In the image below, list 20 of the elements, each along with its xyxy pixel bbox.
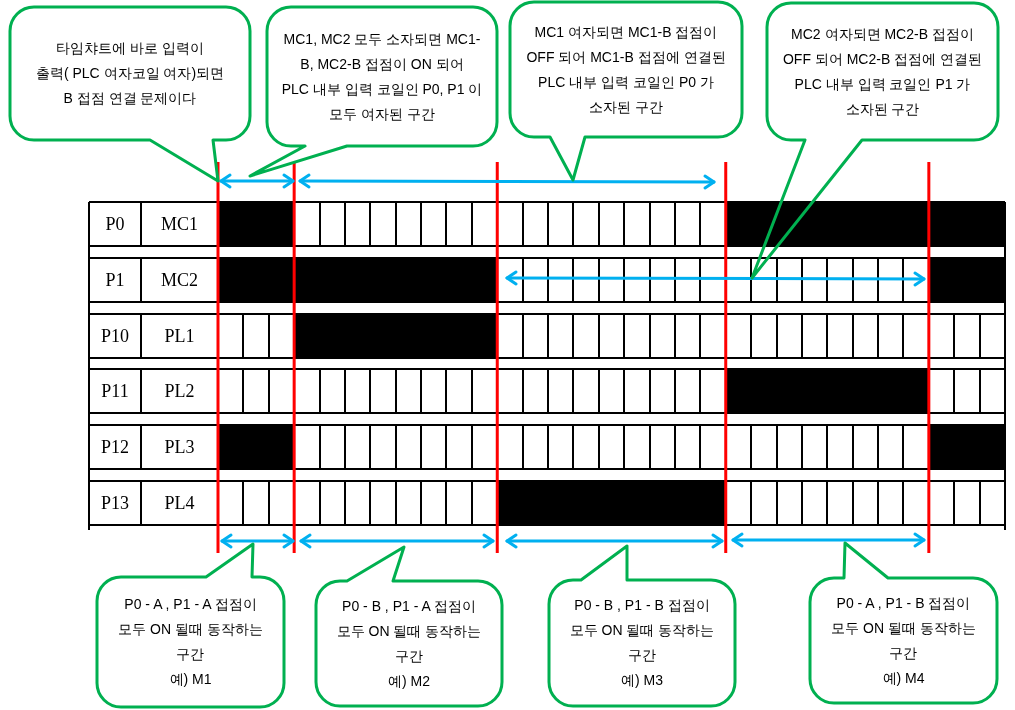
speech-bubble	[507, 0, 745, 183]
speech-bubble	[546, 543, 738, 709]
callout-text: 타임챠트에 바로 입력이 출력( PLC 여자코일 여자)되면 B 접점 연결 문제이다	[35, 39, 225, 108]
callout-text: 예) M3	[621, 671, 663, 690]
callout-text: P0 - A , P1 - B 접점이 모두 ON 될때 동작하는 구간	[831, 593, 976, 663]
callout-text: MC2 여자되면 MC2-B 접점이 OFF 되어 MC2-B 접점에 연결된 PLC 내부 입력 코일인 P1 가 소자된 구간	[782, 24, 983, 119]
speech-bubble	[313, 544, 505, 709]
speech-bubble	[247, 4, 500, 179]
speech-bubble	[749, 0, 1001, 281]
callout-text: P0 - B , P1 - B 접점이 모두 ON 될때 동작하는 구간	[569, 596, 715, 665]
speech-bubble	[807, 540, 1000, 706]
callout-text: MC1 여자되면 MC1-B 접점이 OFF 되어 MC1-B 접점에 연결된 PLC 내부 입력 코일인 P0 가 소자된 구간	[526, 22, 726, 117]
speech-bubble	[7, 4, 253, 184]
callout-text: P0 - B , P1 - A 접점이 모두 ON 될때 동작하는 구간	[336, 596, 482, 666]
callout-text: MC1, MC2 모두 소자되면 MC1- B, MC2-B 접점이 ON 되어 PLC 내부 입력 코일인 P0, P1 이 모두 여자된 구간	[281, 29, 483, 124]
callout-text: 예) M4	[882, 668, 925, 688]
callout-text: 예) M2	[388, 671, 430, 691]
callout-text: P0 - A , P1 - A 접점이 모두 ON 될때 동작하는 구간	[118, 595, 263, 664]
callout-text: 예) M1	[169, 670, 212, 689]
speech-bubble	[94, 541, 287, 710]
